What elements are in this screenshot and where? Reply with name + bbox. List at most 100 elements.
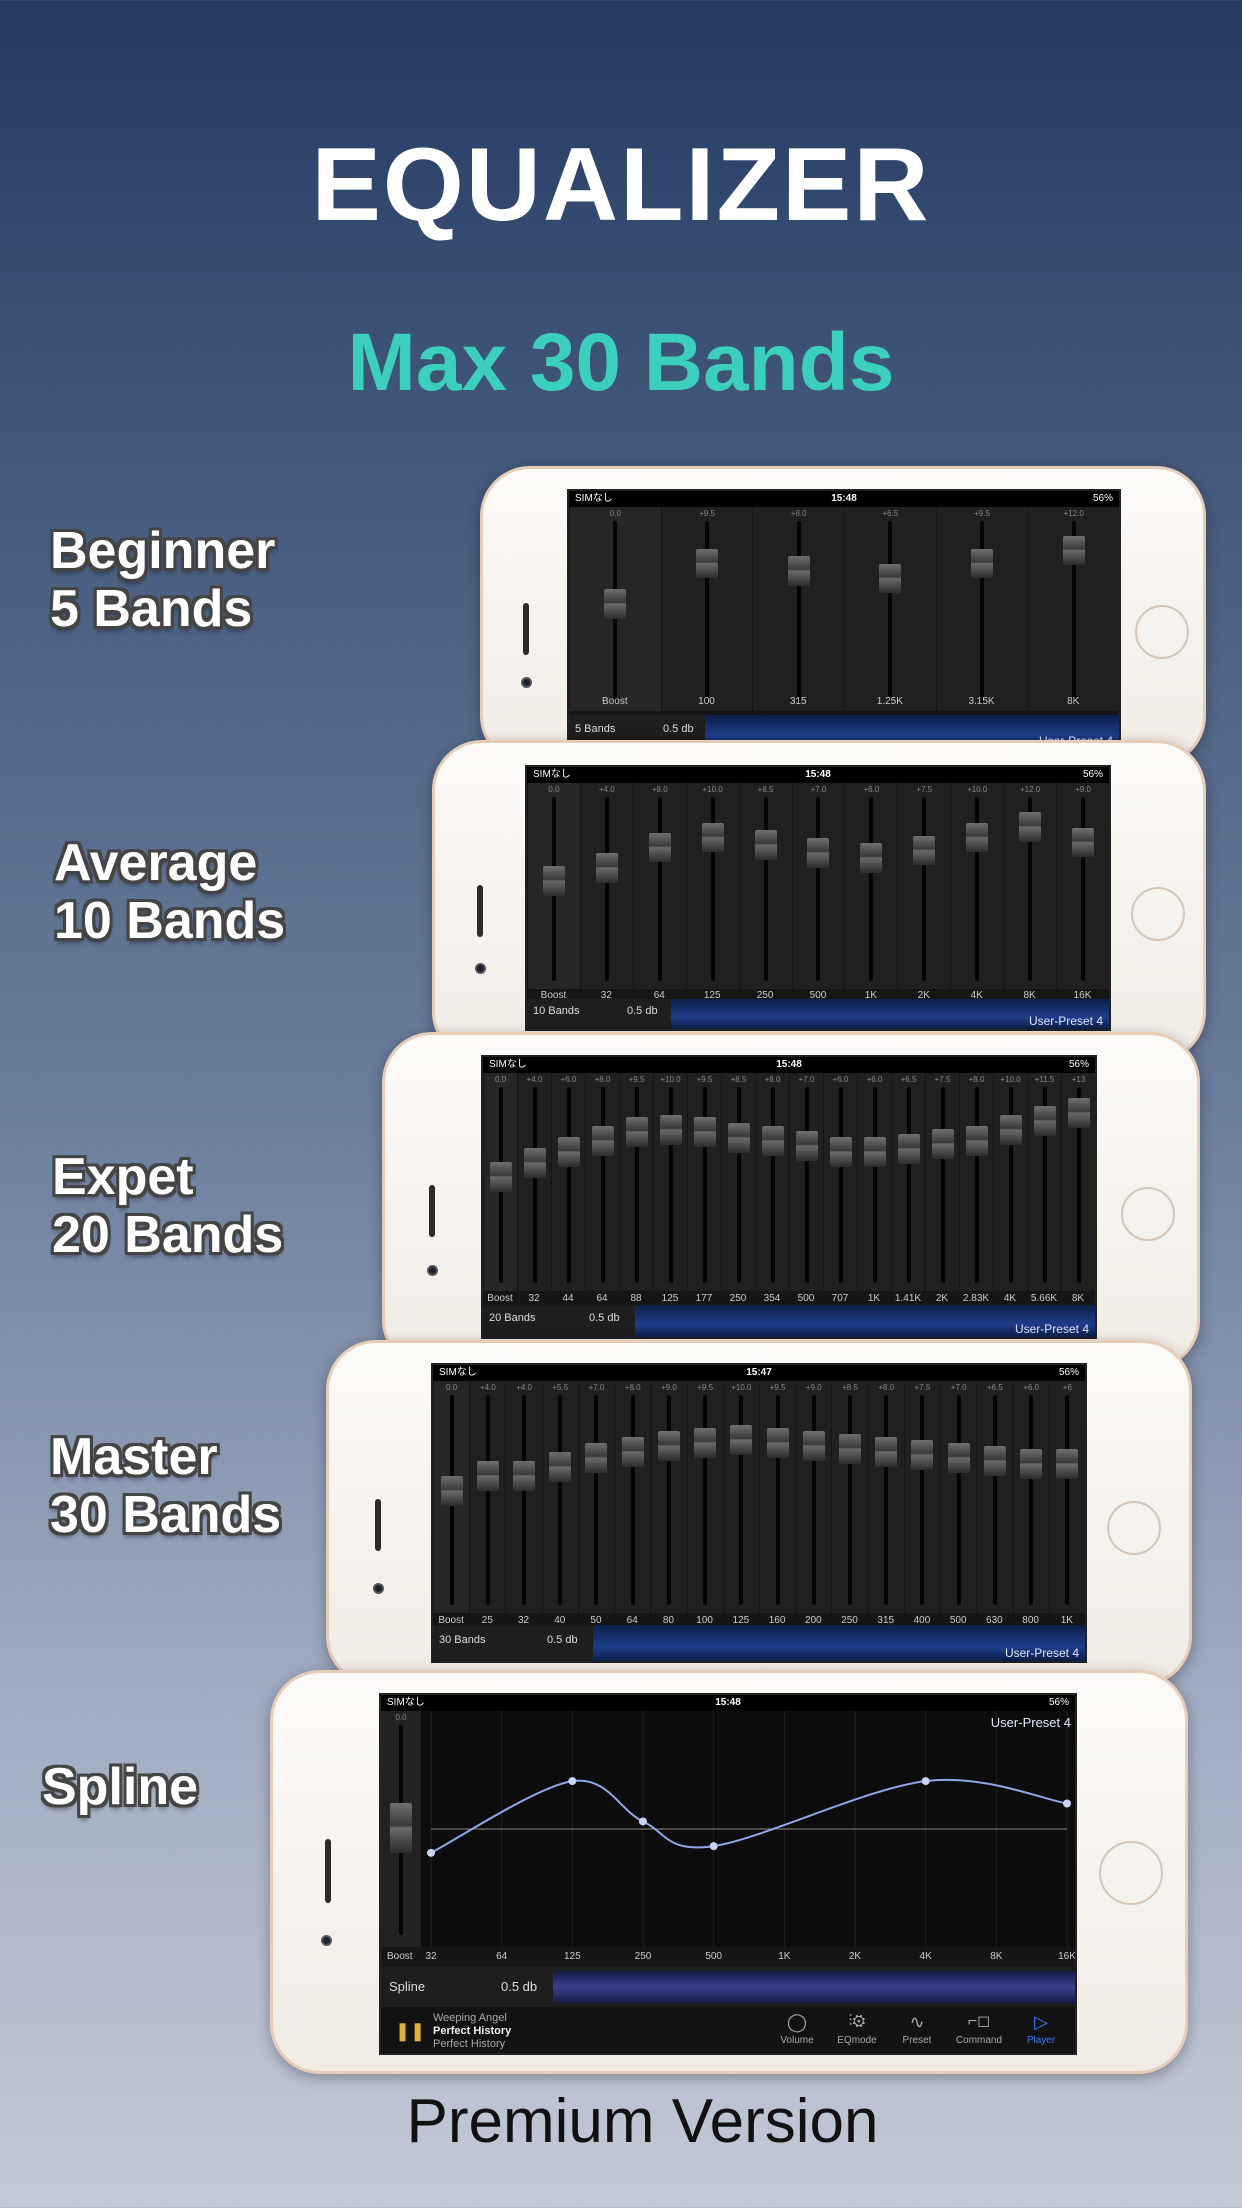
band-slider[interactable]: +5.5	[541, 1381, 578, 1613]
tab-volume[interactable]: ◯Volume	[769, 2009, 825, 2046]
band-slider[interactable]: +7.0	[577, 1381, 614, 1613]
slider-knob[interactable]	[879, 564, 902, 594]
slider-knob[interactable]	[983, 1446, 1006, 1476]
slider-knob[interactable]	[1033, 1106, 1056, 1137]
control-point[interactable]	[639, 1817, 647, 1826]
band-slider[interactable]: +12.0	[1027, 507, 1119, 711]
band-slider[interactable]: +9.5	[687, 1073, 721, 1291]
slider-knob[interactable]	[1056, 1449, 1079, 1479]
band-slider[interactable]: +9.5	[686, 1381, 723, 1613]
band-slider[interactable]: +9.0	[1056, 783, 1109, 989]
slider-knob[interactable]	[754, 830, 777, 860]
slider-knob[interactable]	[913, 835, 936, 865]
db-step[interactable]: 0.5 db	[589, 1312, 620, 1324]
band-slider[interactable]: +10.0	[950, 783, 1003, 989]
slider-knob[interactable]	[476, 1461, 499, 1491]
band-slider[interactable]: +7.5	[897, 783, 950, 989]
slider-knob[interactable]	[829, 1136, 852, 1167]
slider-knob[interactable]	[585, 1443, 608, 1473]
band-slider[interactable]: +4.0	[505, 1381, 541, 1613]
home-button[interactable]	[1121, 1187, 1175, 1241]
band-slider[interactable]: +10.0	[722, 1381, 759, 1613]
boost-slider[interactable]: 0.0	[527, 783, 580, 989]
band-slider[interactable]: +7.0	[789, 1073, 823, 1291]
slider-knob[interactable]	[911, 1440, 934, 1470]
tab-preset[interactable]: ∿Preset	[889, 2009, 945, 2046]
slider-knob[interactable]	[591, 1125, 614, 1156]
band-slider[interactable]: +8.5	[831, 1381, 867, 1613]
band-slider[interactable]: +8.5	[738, 783, 792, 989]
tab-player[interactable]: ▷Player	[1013, 2009, 1069, 2046]
now-playing[interactable]: Weeping Angel Perfect History Perfect Hi…	[433, 2012, 511, 2051]
slider-knob[interactable]	[795, 1131, 818, 1162]
home-button[interactable]	[1131, 887, 1185, 941]
slider-knob[interactable]	[659, 1114, 682, 1145]
slider-knob[interactable]	[999, 1114, 1022, 1145]
band-slider[interactable]: +9.5	[619, 1073, 653, 1291]
db-step[interactable]: 0.5 db	[501, 1979, 538, 1994]
slider-knob[interactable]	[947, 1443, 970, 1473]
slider-knob[interactable]	[761, 1125, 784, 1156]
slider-knob[interactable]	[787, 556, 810, 586]
slider-knob[interactable]	[863, 1136, 886, 1167]
band-mode[interactable]: 10 Bands	[533, 1005, 580, 1017]
band-slider[interactable]: +8.0	[614, 1381, 650, 1613]
band-slider[interactable]: +8.0	[752, 507, 844, 711]
band-slider[interactable]: +9.5	[935, 507, 1028, 711]
slider-knob[interactable]	[604, 589, 627, 619]
db-step[interactable]: 0.5 db	[547, 1634, 578, 1646]
slider-knob[interactable]	[701, 822, 724, 853]
band-slider[interactable]: +6	[1048, 1381, 1085, 1613]
slider-knob[interactable]	[802, 1431, 825, 1461]
slider-knob[interactable]	[621, 1437, 644, 1467]
waveform[interactable]	[635, 1305, 1095, 1337]
slider-knob[interactable]	[523, 1147, 546, 1178]
slider-knob[interactable]	[727, 1122, 750, 1153]
waveform[interactable]	[593, 1625, 1085, 1661]
slider-knob[interactable]	[965, 1125, 988, 1156]
slider-knob[interactable]	[440, 1476, 463, 1506]
control-point[interactable]	[1063, 1799, 1071, 1808]
slider-knob[interactable]	[625, 1117, 648, 1148]
band-slider[interactable]: +8.0	[959, 1073, 993, 1291]
band-slider[interactable]: +9.5	[660, 507, 753, 711]
band-slider[interactable]: +9.0	[795, 1381, 831, 1613]
waveform[interactable]	[671, 999, 1109, 1029]
control-point[interactable]	[427, 1848, 435, 1857]
band-slider[interactable]: +6.0	[1012, 1381, 1049, 1613]
tab-command[interactable]: ⌐◻Command	[949, 2009, 1009, 2046]
preset-name[interactable]: User-Preset 4	[991, 1715, 1071, 1730]
db-step[interactable]: 0.5 db	[663, 723, 694, 735]
band-slider[interactable]: +7.0	[791, 783, 845, 989]
preset-name[interactable]: User-Preset 4	[1028, 1014, 1103, 1028]
band-mode[interactable]: Spline	[389, 1979, 426, 1994]
slider-knob[interactable]	[693, 1117, 716, 1148]
boost-slider[interactable]: 0.0	[483, 1073, 517, 1291]
band-mode[interactable]: 5 Bands	[575, 723, 616, 735]
band-slider[interactable]: +6.0	[823, 1073, 857, 1291]
home-button[interactable]	[1099, 1841, 1163, 1905]
slider-knob[interactable]	[875, 1437, 898, 1467]
band-slider[interactable]: +9.5	[758, 1381, 795, 1613]
control-point[interactable]	[568, 1777, 577, 1786]
slider-knob[interactable]	[595, 853, 618, 883]
band-slider[interactable]: +4.0	[579, 783, 633, 989]
slider-knob[interactable]	[966, 822, 989, 853]
slider-knob[interactable]	[390, 1803, 412, 1853]
band-slider[interactable]: +7.5	[903, 1381, 940, 1613]
slider-knob[interactable]	[931, 1128, 954, 1159]
home-button[interactable]	[1135, 605, 1189, 659]
slider-knob[interactable]	[549, 1452, 572, 1482]
slider-knob[interactable]	[1062, 536, 1085, 566]
control-point[interactable]	[921, 1777, 930, 1786]
slider-knob[interactable]	[807, 838, 830, 868]
band-slider[interactable]: +11.5	[1027, 1073, 1061, 1291]
band-slider[interactable]: +10.0	[685, 783, 739, 989]
band-slider[interactable]: +6.0	[844, 783, 897, 989]
spline-chart[interactable]: User-Preset 4	[421, 1711, 1077, 1947]
slider-knob[interactable]	[557, 1136, 580, 1167]
band-slider[interactable]: +10.0	[653, 1073, 687, 1291]
band-slider[interactable]: +4.0	[469, 1381, 505, 1613]
band-slider[interactable]: +10.0	[993, 1073, 1027, 1291]
band-slider[interactable]: +6.5	[844, 507, 936, 711]
